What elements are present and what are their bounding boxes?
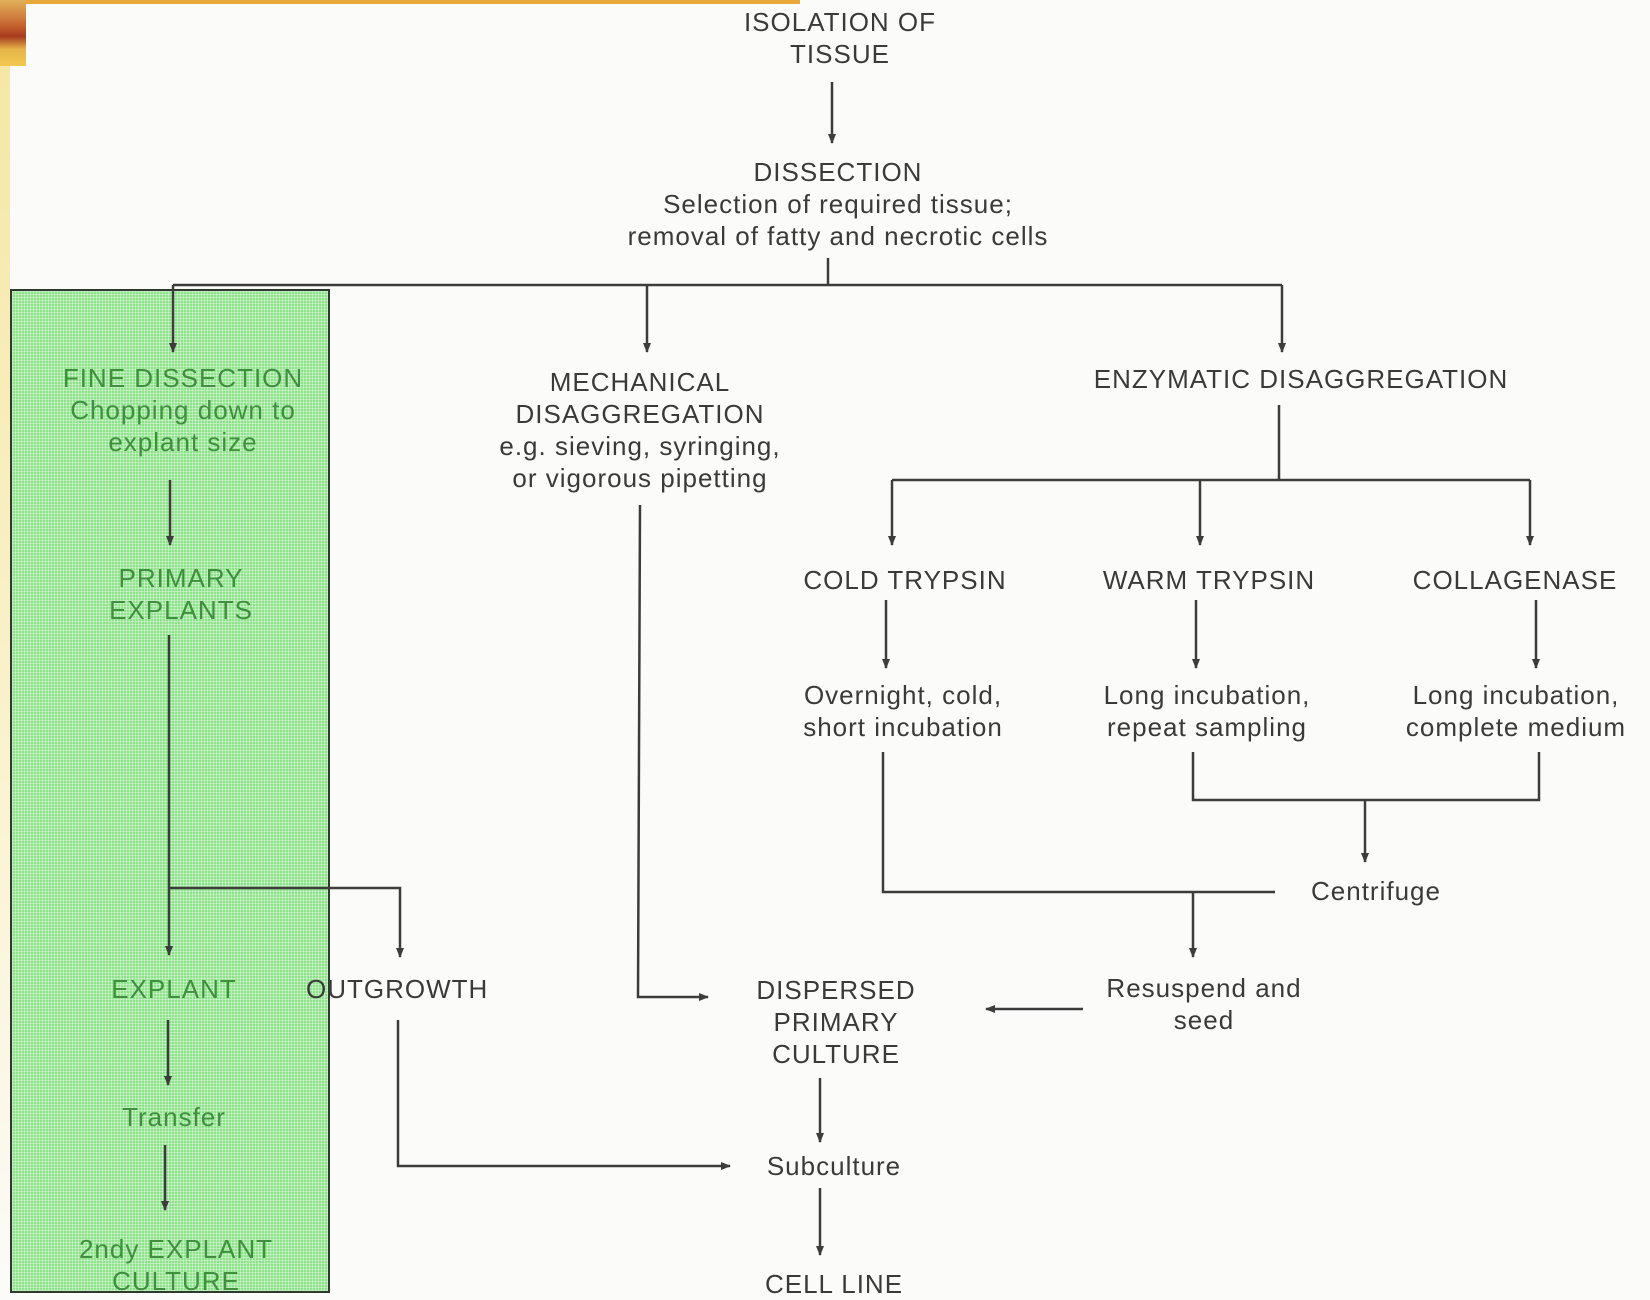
node-cold-desc: Overnight, cold, short incubation [803,680,1003,742]
node-dissection: DISSECTION Selection of required tissue;… [627,157,1049,251]
node-cold-trypsin: COLD TRYPSIN [803,565,1007,595]
node-explant: EXPLANT [111,974,237,1004]
arrow-to-outgrowth [169,886,404,958]
node-resuspend: Resuspend and seed [1106,973,1302,1035]
node-subculture: Subculture [766,1151,902,1181]
node-dispersed: DISPERSED PRIMARY CULTURE [756,975,916,1069]
node-enzymatic: ENZYMATIC DISAGGREGATION [1093,364,1509,394]
node-mechanical: MECHANICAL DISAGGREGATION e.g. sieving, … [499,367,781,493]
node-primary-explants: PRIMARY EXPLANTS [109,563,253,625]
node-collagenase-desc: Long incubation, complete medium [1405,680,1627,742]
left-edge-strip [0,66,10,1295]
logo-icon [0,0,26,66]
node-warm-desc: Long incubation, repeat sampling [1103,680,1311,742]
connector-warm-collagenase [1191,752,1541,802]
node-collagenase: COLLAGENASE [1412,565,1618,595]
connector-cold-to-centrifuge [881,752,1275,894]
node-cell-line: CELL LINE [764,1269,904,1299]
node-transfer: Transfer [122,1102,226,1132]
node-fine-dissection: FINE DISSECTION Chopping down to explant… [62,363,304,457]
top-accent-bar [0,0,800,4]
node-2ndy-explant: 2ndy EXPLANT CULTURE [78,1234,274,1296]
node-warm-trypsin: WARM TRYPSIN [1102,565,1316,595]
node-isolation: ISOLATION OF TISSUE [743,7,937,69]
node-outgrowth: OUTGROWTH [306,974,489,1004]
arrow-outgrowth-to-subculture [396,1020,731,1170]
arrow-mechanical-to-dispersed [636,504,709,1001]
node-centrifuge: Centrifuge [1311,876,1441,906]
